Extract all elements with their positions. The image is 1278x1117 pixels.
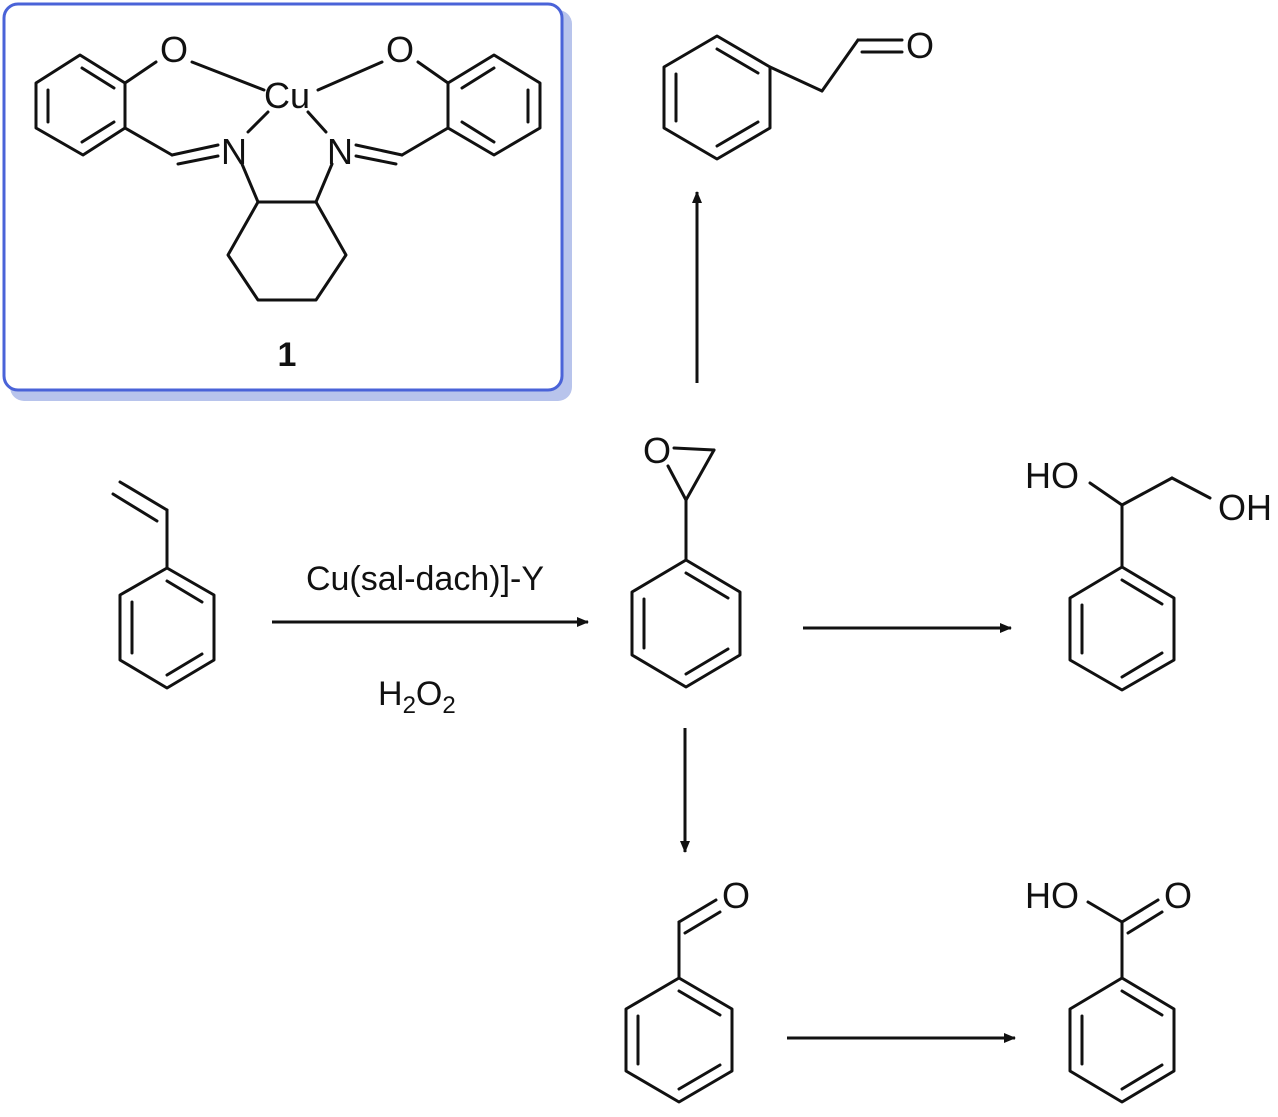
benzaldehyde-ring bbox=[624, 976, 734, 1104]
catalyst-cu: Cu bbox=[264, 75, 310, 116]
left-n-ring-bond bbox=[240, 162, 260, 204]
epoxide-ch2-o-bond bbox=[672, 446, 716, 452]
styrene-oxide-structure: O bbox=[630, 430, 742, 689]
diol-c-c-bond bbox=[1120, 476, 1174, 507]
right-imine-double bbox=[354, 154, 398, 166]
catalyst-o-left: O bbox=[160, 29, 188, 70]
oxidant-h: H bbox=[378, 675, 403, 713]
acid-o: O bbox=[1164, 875, 1192, 916]
acid-oh: HO bbox=[1025, 875, 1079, 916]
epoxide-c-c-bond bbox=[684, 448, 716, 502]
main-reaction: Cu(sal-dach)]-Y H2O2 bbox=[272, 560, 589, 719]
benzaldehyde-c-o-double-a bbox=[677, 898, 718, 924]
right-n-ring-bond bbox=[314, 162, 334, 204]
catalyst-n-right: N bbox=[327, 131, 353, 172]
right-ring-double-3 bbox=[460, 66, 496, 90]
diol-oh-2: OH bbox=[1218, 487, 1272, 528]
right-imine-bond bbox=[354, 143, 404, 157]
left-imine-bond bbox=[170, 143, 220, 157]
oxidant-sub-2: 2 bbox=[442, 692, 455, 719]
diol-ch2-oh2-bond bbox=[1170, 476, 1212, 500]
epoxide-ring-double-2 bbox=[684, 647, 730, 676]
phenylethanediol-structure: HO OH bbox=[1025, 455, 1272, 692]
acid-c-o-double-a bbox=[1120, 898, 1160, 924]
acid-ring-double-3 bbox=[1120, 989, 1164, 1017]
reagent-oxidant-label: H2O2 bbox=[378, 675, 456, 719]
pa-ch2-bond bbox=[768, 65, 824, 93]
catalyst-structure: O O Cu N N bbox=[34, 29, 542, 302]
styrene-structure bbox=[111, 480, 216, 690]
left-o-cu-bond bbox=[190, 60, 266, 92]
styrene-vinyl-double-b bbox=[111, 492, 159, 523]
right-n-cu-bond bbox=[306, 110, 328, 134]
epoxide-ring-double-3 bbox=[684, 571, 730, 600]
oxidant-o: O bbox=[416, 675, 442, 713]
epoxide-phenyl-ring bbox=[630, 558, 742, 689]
styrene-ring-double-2 bbox=[165, 652, 204, 677]
acid-ring-double-2 bbox=[1120, 1063, 1164, 1091]
right-c-o-bond bbox=[416, 60, 450, 85]
left-c-o-bond bbox=[123, 60, 158, 85]
acid-phenyl-ring bbox=[1068, 976, 1176, 1104]
left-n-cu-bond bbox=[246, 110, 270, 134]
left-ring-double-2 bbox=[80, 120, 116, 144]
catalyst-label: 1 bbox=[278, 336, 297, 374]
epoxide-o: O bbox=[643, 430, 671, 471]
styrene-ring-double-3 bbox=[165, 579, 204, 604]
pa-aldehyde-o: O bbox=[906, 25, 934, 66]
benzaldehyde-o: O bbox=[722, 875, 750, 916]
diol-ring-double-2 bbox=[1120, 651, 1164, 679]
left-ring-double-3 bbox=[80, 66, 116, 90]
diol-phenyl-ring bbox=[1068, 565, 1176, 692]
catalyst-n-left: N bbox=[221, 131, 247, 172]
benzaldehyde-ring-double-3 bbox=[677, 989, 722, 1017]
diol-oh-1: HO bbox=[1025, 455, 1079, 496]
benzaldehyde-structure: O bbox=[624, 875, 750, 1104]
pa-ring-double-2 bbox=[715, 120, 760, 148]
pa-ring-double-3 bbox=[715, 47, 760, 75]
left-imine-double bbox=[176, 154, 220, 166]
diol-ring-double-3 bbox=[1120, 578, 1164, 606]
benzaldehyde-c-o-double-b bbox=[683, 910, 722, 935]
reagent-catalyst-label: Cu(sal-dach)]-Y bbox=[306, 560, 544, 598]
styrene-ring bbox=[118, 566, 216, 690]
right-o-cu-bond bbox=[316, 60, 384, 92]
catalyst-o-right: O bbox=[386, 29, 414, 70]
benzaldehyde-ring-double-2 bbox=[677, 1063, 722, 1091]
cyclohexane-ring bbox=[226, 200, 348, 302]
right-ring-double-2 bbox=[460, 120, 496, 144]
phenylacetaldehyde-structure: O bbox=[662, 25, 934, 161]
oxidant-sub-1: 2 bbox=[403, 692, 416, 719]
catalyst-box-border bbox=[2, 2, 564, 392]
catalyst-box: O O Cu N N 1 bbox=[2, 2, 572, 401]
epoxide-c-o-bond bbox=[666, 464, 688, 502]
styrene-vinyl-double-a bbox=[118, 480, 169, 512]
benzoic-acid-structure: HO O bbox=[1025, 875, 1192, 1104]
left-c-ch-bond bbox=[123, 126, 174, 157]
pa-c-c-bond bbox=[820, 38, 860, 93]
acid-c-o-double-b bbox=[1126, 910, 1164, 935]
acid-c-oh-bond bbox=[1086, 900, 1124, 924]
pa-phenyl-ring bbox=[662, 34, 772, 161]
right-c-ch-bond bbox=[400, 126, 450, 157]
diol-c-oh1-bond bbox=[1088, 481, 1124, 507]
